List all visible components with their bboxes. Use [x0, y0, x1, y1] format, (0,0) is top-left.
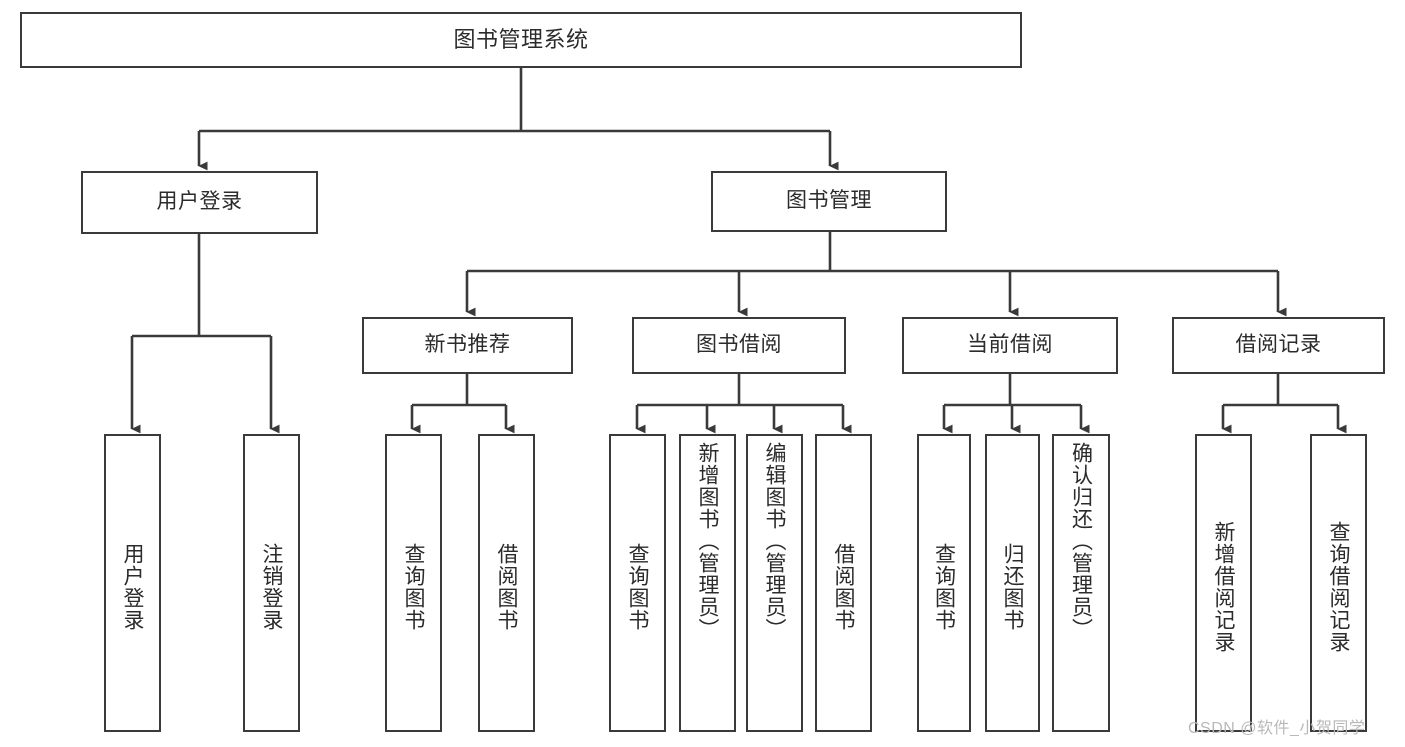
watermark-text: CSDN @软件_小贺同学 — [1188, 720, 1366, 737]
node-label: 图书管理系统 — [453, 27, 589, 53]
node-label: 归还图书 — [1001, 543, 1024, 631]
node-user-login[interactable]: 用户登录 — [81, 171, 318, 234]
leaf-query-borrow-record[interactable]: 查询借阅记录 — [1310, 434, 1367, 732]
node-label: 图书管理 — [786, 189, 872, 213]
leaf-borrow-book[interactable]: 借阅图书 — [815, 434, 872, 732]
node-current-borrow[interactable]: 当前借阅 — [902, 317, 1118, 374]
leaf-user-logout[interactable]: 注销登录 — [243, 434, 300, 732]
node-label: 查询图书 — [626, 543, 649, 631]
node-label: 用户登录 — [156, 190, 243, 214]
leaf-query-books-borrow[interactable]: 查询图书 — [609, 434, 666, 732]
leaf-query-books-current[interactable]: 查询图书 — [917, 434, 971, 732]
node-label: 借阅图书 — [832, 543, 855, 631]
leaf-confirm-return-admin[interactable]: 确认归还（管理员） — [1052, 434, 1110, 732]
node-label: 用户登录 — [121, 543, 144, 631]
node-book-borrow[interactable]: 图书借阅 — [632, 317, 846, 374]
node-root-system[interactable]: 图书管理系统 — [20, 12, 1022, 68]
node-label: 注销登录 — [260, 543, 283, 631]
node-label: 编辑图书（管理员） — [763, 442, 786, 640]
node-label: 查询图书 — [932, 543, 956, 631]
leaf-query-books-new[interactable]: 查询图书 — [385, 434, 442, 732]
node-label: 借阅图书 — [495, 543, 518, 631]
node-new-book-recommend[interactable]: 新书推荐 — [362, 317, 573, 374]
node-label: 新书推荐 — [424, 333, 511, 357]
leaf-borrow-books-new[interactable]: 借阅图书 — [478, 434, 535, 732]
node-label: 新增图书（管理员） — [696, 442, 719, 640]
node-label: 确认归还（管理员） — [1069, 442, 1093, 640]
node-borrow-records[interactable]: 借阅记录 — [1172, 317, 1385, 374]
node-label: 查询图书 — [402, 543, 425, 631]
node-label: 图书借阅 — [696, 333, 782, 357]
leaf-user-login[interactable]: 用户登录 — [104, 434, 161, 732]
node-label: 借阅记录 — [1235, 333, 1322, 357]
leaf-add-borrow-record[interactable]: 新增借阅记录 — [1195, 434, 1252, 732]
node-label: 查询借阅记录 — [1327, 521, 1350, 653]
leaf-edit-book-admin[interactable]: 编辑图书（管理员） — [746, 434, 803, 732]
node-label: 当前借阅 — [967, 333, 1053, 357]
node-label: 新增借阅记录 — [1212, 521, 1235, 653]
node-book-management[interactable]: 图书管理 — [711, 171, 947, 232]
leaf-add-book-admin[interactable]: 新增图书（管理员） — [679, 434, 736, 732]
leaf-return-book[interactable]: 归还图书 — [985, 434, 1040, 732]
